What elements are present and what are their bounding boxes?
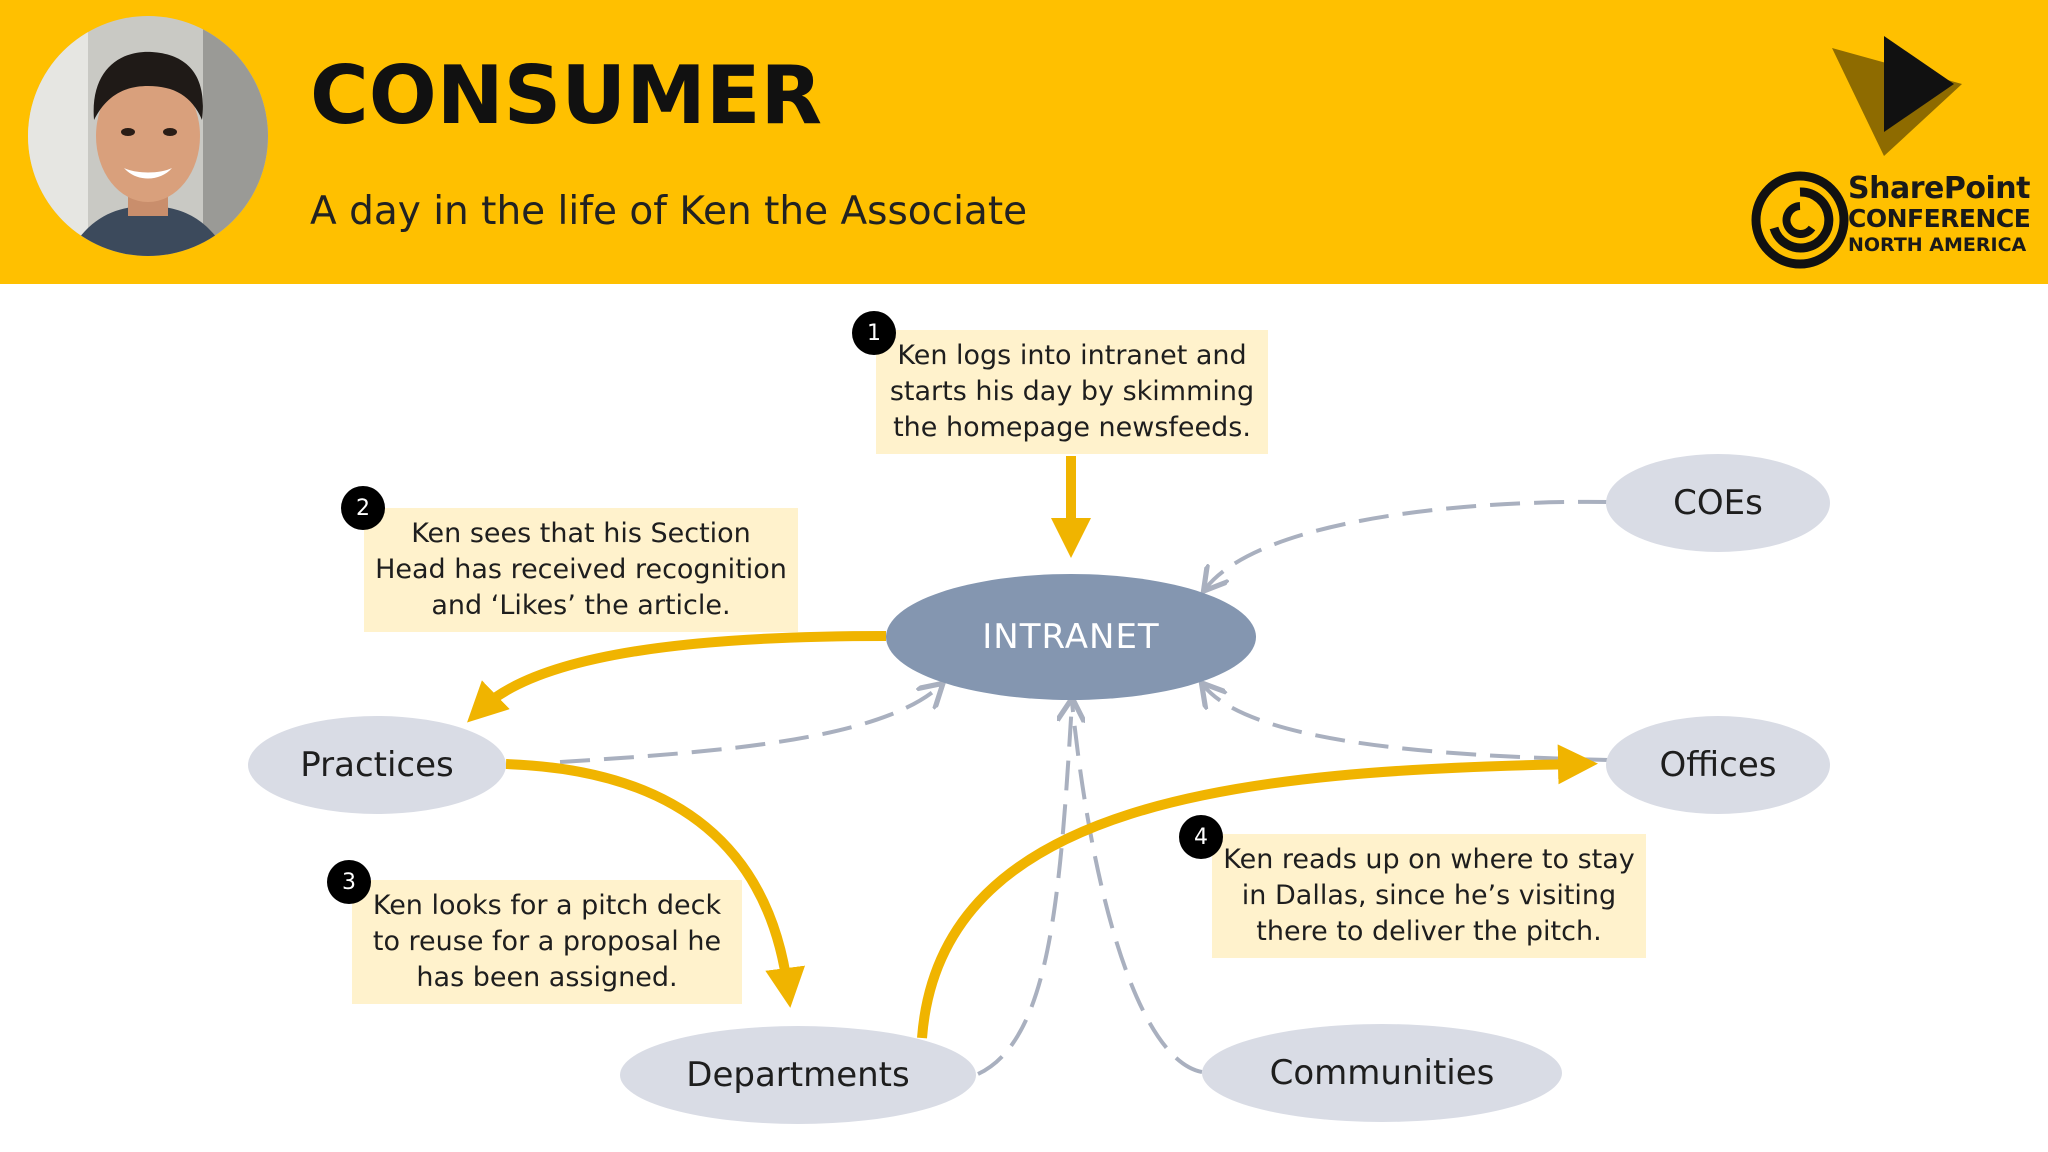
node-intranet: INTRANET <box>886 574 1256 700</box>
step-4-arrow <box>917 744 1598 1039</box>
step-1-line-2: starts his day by skimming <box>889 376 1255 407</box>
step-3-line-2: to reuse for a proposal he <box>372 926 722 957</box>
step-2-line-3: and ‘Likes’ the article. <box>431 590 731 621</box>
brand-line-3: NORTH AMERICA <box>1848 234 2027 256</box>
step-3-note: Ken looks for a pitch deck to reuse for … <box>352 880 742 1004</box>
step-2-note: Ken sees that his Section Head has recei… <box>364 508 798 632</box>
step-4-line-1: Ken reads up on where to stay <box>1223 844 1635 875</box>
spiral-logo-icon <box>1751 171 1849 269</box>
node-offices: Offices <box>1606 716 1830 814</box>
node-departments: Departments <box>620 1026 976 1124</box>
link-coes-intranet <box>1206 499 1609 588</box>
step-1-line-3: the homepage newsfeeds. <box>893 412 1251 443</box>
page-title: CONSUMER <box>310 49 823 142</box>
step-2-line-2: Head has received recognition <box>375 554 787 585</box>
link-communities-intranet <box>1070 701 1203 1074</box>
step-4-note: Ken reads up on where to stay in Dallas,… <box>1212 834 1646 958</box>
step-3-badge: 3 <box>327 860 371 904</box>
step-2-badge: 2 <box>341 486 385 530</box>
node-communities: Communities <box>1202 1024 1562 1122</box>
link-offices-intranet <box>1204 686 1609 762</box>
brand-line-1: SharePoint <box>1848 171 2030 206</box>
conference-brand: SharePoint CONFERENCE NORTH AMERICA <box>1848 171 2031 256</box>
step-2-arrow <box>467 631 887 723</box>
step-1-note: Ken logs into intranet and starts his da… <box>876 330 1268 454</box>
step-4-line-2: in Dallas, since he’s visiting <box>1241 880 1617 911</box>
step-1-line-1: Ken logs into intranet and <box>897 340 1247 371</box>
play-triangle-logo-icon <box>1832 36 1962 156</box>
step-4-line-3: there to deliver the pitch. <box>1256 916 1602 947</box>
page-subtitle: A day in the life of Ken the Associate <box>310 189 1028 234</box>
step-4-badge: 4 <box>1179 815 1223 859</box>
brand-line-2: CONFERENCE <box>1848 204 2031 233</box>
node-coes: COEs <box>1606 454 1830 552</box>
node-practices: Practices <box>248 716 506 814</box>
step-1-badge: 1 <box>852 311 896 355</box>
step-3-line-1: Ken looks for a pitch deck <box>372 890 722 921</box>
step-3-line-3: has been assigned. <box>416 962 678 993</box>
link-practices-intranet <box>559 686 940 764</box>
link-departments-intranet <box>977 702 1072 1076</box>
step-2-line-1: Ken sees that his Section <box>411 518 751 549</box>
step-3-arrow <box>505 759 806 1008</box>
header-band: CONSUMER A day in the life of Ken the As… <box>0 0 2048 284</box>
